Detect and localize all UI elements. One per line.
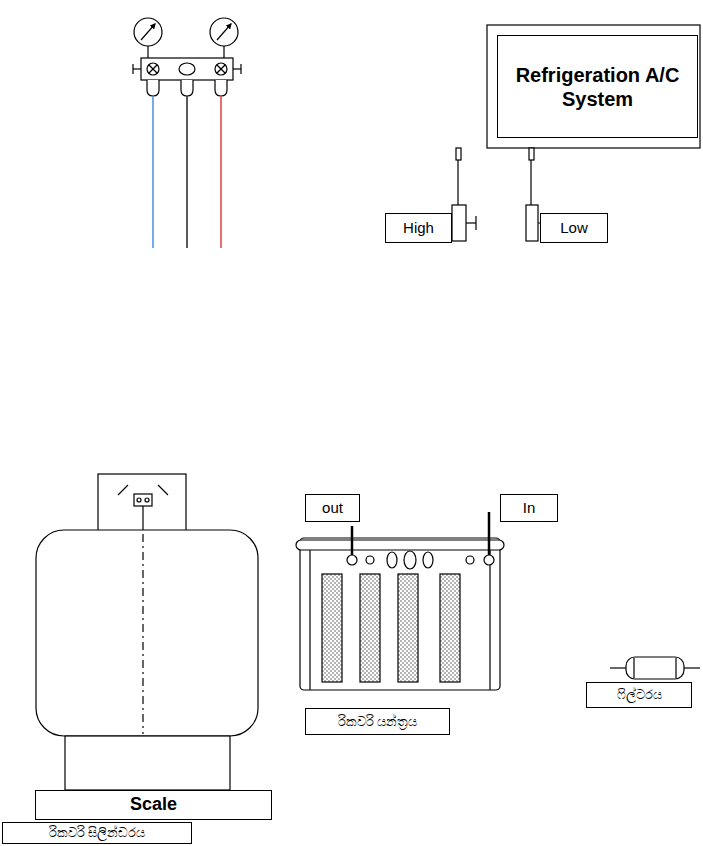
node-text: In bbox=[519, 499, 540, 517]
low-hose bbox=[152, 96, 154, 248]
drawing-part bbox=[65, 736, 230, 790]
drawing-part bbox=[530, 160, 531, 205]
drawing-part bbox=[217, 24, 231, 40]
drawing-part bbox=[457, 160, 458, 205]
drawing-part bbox=[489, 550, 490, 690]
drawing-part bbox=[132, 64, 133, 74]
drawing-part bbox=[142, 506, 143, 530]
drawing-part bbox=[300, 538, 500, 690]
drawing-part bbox=[141, 24, 155, 40]
drawing-part bbox=[466, 222, 476, 223]
drawing-part bbox=[233, 68, 241, 69]
port-label-box: out bbox=[305, 494, 360, 522]
drawing-part bbox=[240, 64, 241, 74]
drawing-part bbox=[147, 63, 159, 75]
drawing-part bbox=[347, 555, 357, 565]
manifold-gauge bbox=[133, 18, 241, 96]
drawing-part bbox=[675, 658, 676, 678]
drawing-part bbox=[217, 65, 225, 73]
part-label-box: රිකවරි සිලින්ඩරය bbox=[2, 822, 192, 844]
drawing-part bbox=[456, 148, 461, 160]
drawing-part bbox=[296, 540, 504, 550]
recovery-machine bbox=[296, 538, 504, 690]
node-text: out bbox=[318, 499, 347, 517]
out-port-line bbox=[351, 526, 354, 555]
service-valves bbox=[452, 148, 540, 241]
drawing-part bbox=[181, 80, 193, 96]
drawing-part bbox=[36, 530, 258, 736]
filter-drier bbox=[610, 657, 700, 679]
drawing-part bbox=[145, 498, 149, 502]
drawing-part bbox=[466, 556, 474, 564]
drawing-part bbox=[360, 574, 380, 682]
port-label-box: In bbox=[500, 494, 558, 522]
in-port-line bbox=[488, 512, 491, 555]
drawing-part bbox=[610, 667, 626, 668]
drawing-part bbox=[137, 498, 141, 502]
drawing-part bbox=[423, 552, 433, 568]
node-text: Low bbox=[556, 219, 592, 237]
drawing-part bbox=[387, 552, 397, 568]
drawing-part bbox=[404, 551, 416, 569]
drawing-part bbox=[475, 216, 476, 230]
node-text: ෆිල්ටරය bbox=[613, 687, 666, 703]
drawing-part bbox=[142, 534, 143, 734]
drawing-part bbox=[215, 63, 227, 75]
node-text: Refrigeration A/C System bbox=[498, 63, 697, 111]
charge-hose bbox=[186, 96, 188, 248]
drawing-part bbox=[215, 80, 227, 96]
scale-box: Scale bbox=[35, 790, 272, 820]
drawing-part bbox=[134, 18, 162, 46]
recovery-cylinder bbox=[36, 474, 258, 790]
drawing-part bbox=[134, 494, 152, 506]
drawing-part bbox=[179, 63, 195, 75]
drawing-part bbox=[626, 657, 684, 679]
drawing-part bbox=[366, 556, 374, 564]
drawing-part bbox=[98, 474, 186, 534]
drawing-part bbox=[133, 68, 141, 69]
drawing-part bbox=[217, 65, 225, 73]
node-text: Scale bbox=[126, 794, 181, 816]
node-text: රිකවරි යන්ත්‍රය bbox=[334, 714, 422, 730]
drawing-part bbox=[210, 18, 238, 46]
drawing-part bbox=[322, 574, 342, 682]
drawing-part bbox=[526, 205, 538, 241]
node-text: රිකවරි සිලින්ඩරය bbox=[45, 825, 150, 841]
part-label-box: ෆිල්ටරය bbox=[586, 682, 692, 708]
drawing-part bbox=[452, 205, 466, 241]
drawing-part bbox=[309, 550, 310, 690]
system-box: Refrigeration A/C System bbox=[497, 35, 698, 138]
drawing-part bbox=[440, 574, 460, 682]
drawing-part bbox=[223, 46, 224, 58]
system-outer-frame bbox=[487, 25, 700, 148]
drawing-part bbox=[149, 65, 157, 73]
node-text: High bbox=[399, 219, 438, 237]
drawing-part bbox=[149, 65, 157, 73]
drawing-part bbox=[684, 667, 700, 668]
high-hose bbox=[220, 96, 222, 248]
drawing-part bbox=[529, 148, 534, 160]
valve-label-box: Low bbox=[540, 213, 608, 243]
drawing-part bbox=[484, 555, 494, 565]
drawing-part bbox=[398, 574, 418, 682]
drawing-part bbox=[141, 58, 233, 80]
drawing-part bbox=[633, 658, 634, 678]
part-label-box: රිකවරි යන්ත්‍රය bbox=[305, 708, 450, 735]
valve-label-box: High bbox=[385, 213, 452, 243]
drawing-part bbox=[147, 80, 159, 96]
drawing-part bbox=[147, 46, 148, 58]
